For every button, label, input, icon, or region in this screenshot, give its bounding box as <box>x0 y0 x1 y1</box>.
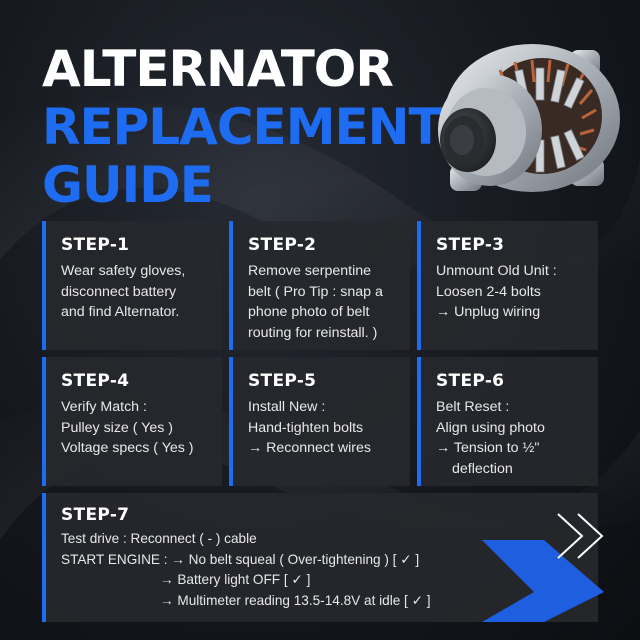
step-text: → Battery light OFF [ ✓ ] <box>160 572 311 587</box>
step-text: belt ( Pro Tip : snap a <box>248 283 383 300</box>
step-text: Install New : <box>248 399 326 415</box>
step-text: and find Alternator. <box>61 304 180 320</box>
step-text: Belt Reset : <box>436 399 510 415</box>
step-text: → Reconnect wires <box>248 440 372 456</box>
step-text: → Tension to ½" <box>436 440 540 456</box>
step-text: Test drive : Reconnect ( - ) cable <box>61 531 257 546</box>
step-text: Voltage specs ( Yes ) <box>61 440 194 456</box>
step-card-1: STEP-1 Wear safety gloves, disconnect ba… <box>42 221 222 350</box>
step-text: Align using photo <box>436 419 545 436</box>
step-text: START ENGINE : → No belt squeal ( Over-t… <box>61 551 420 567</box>
step-text: Verify Match : <box>61 399 147 415</box>
step-text: deflection <box>452 460 513 477</box>
step-label: STEP-4 <box>61 371 130 391</box>
step-text: routing for reinstall. ) <box>248 324 378 341</box>
step-label: STEP-1 <box>61 235 130 255</box>
step-text: → Multimeter reading 13.5-14.8V at idle … <box>160 592 431 608</box>
step-label: STEP-3 <box>436 235 505 255</box>
step-card-3: STEP-3 Unmount Old Unit : Loosen 2-4 bol… <box>417 221 598 350</box>
chevron-arrows-icon <box>482 513 604 622</box>
step-text: Pulley size ( Yes ) <box>61 419 173 436</box>
step-text: disconnect battery <box>61 283 177 300</box>
step-text: Unmount Old Unit : <box>436 263 557 279</box>
alternator-image <box>438 44 620 192</box>
title-line-3: GUIDE <box>42 156 214 214</box>
step-text: → Unplug wiring <box>436 304 541 320</box>
title-line-1: ALTERNATOR <box>42 40 394 98</box>
step-card-6: STEP-6 Belt Reset : Align using photo → … <box>417 357 598 486</box>
step-label: STEP-7 <box>61 505 130 525</box>
step-label: STEP-5 <box>248 371 317 391</box>
step-text: Remove serpentine <box>248 263 372 279</box>
step-text: phone photo of belt <box>248 304 370 320</box>
step-label: STEP-2 <box>248 235 317 255</box>
step-card-7: STEP-7 Test drive : Reconnect ( - ) cabl… <box>42 493 598 622</box>
step-card-4: STEP-4 Verify Match : Pulley size ( Yes … <box>42 357 222 486</box>
step-label: STEP-6 <box>436 371 505 391</box>
step-text: Loosen 2-4 bolts <box>436 283 541 300</box>
title-line-2: REPLACEMENT <box>42 98 443 156</box>
step-text: Hand-tighten bolts <box>248 419 364 436</box>
page-title: ALTERNATOR REPLACEMENT GUIDE <box>42 40 443 214</box>
step-card-5: STEP-5 Install New : Hand-tighten bolts … <box>229 357 410 486</box>
step-card-2: STEP-2 Remove serpentine belt ( Pro Tip … <box>229 221 410 350</box>
step-text: Wear safety gloves, <box>61 263 186 279</box>
